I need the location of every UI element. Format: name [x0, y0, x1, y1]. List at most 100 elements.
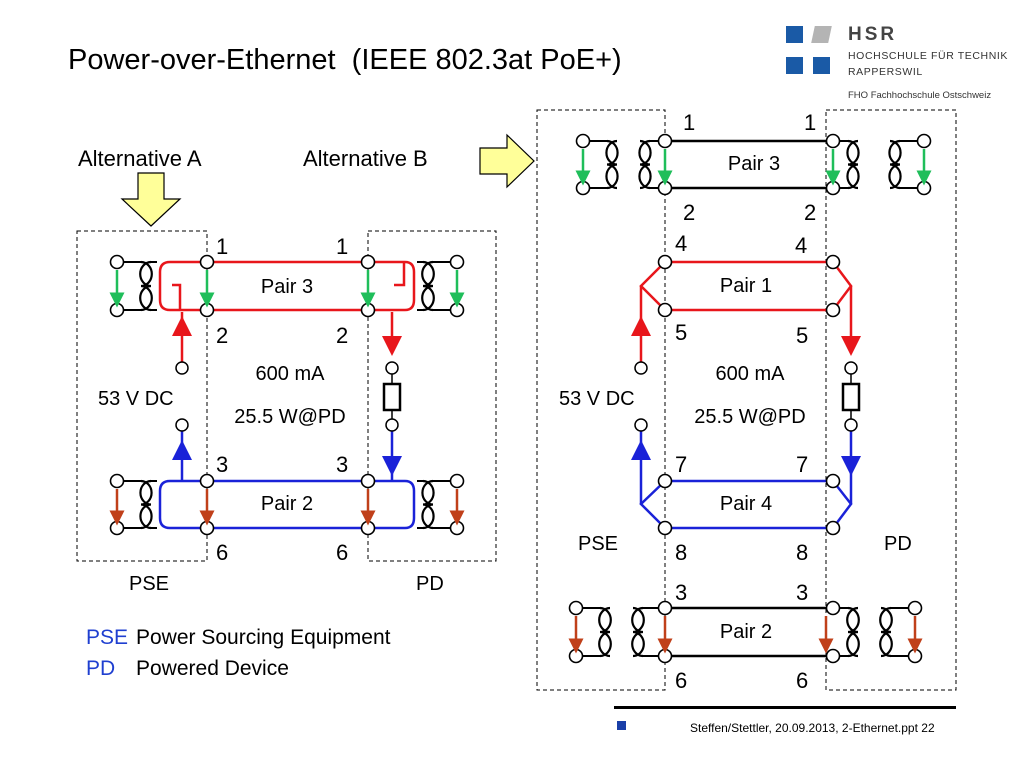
- terminal: [825, 473, 841, 489]
- page-title: Power-over-Ethernet (IEEE 802.3at PoE+): [68, 44, 622, 76]
- alt-a-pair-3: Pair 3 1 1 2 2: [158, 234, 416, 362]
- terminal: [109, 520, 125, 536]
- terminal: [657, 520, 673, 536]
- pin-label: 8: [796, 540, 808, 565]
- terminal: [109, 473, 125, 489]
- terminal: [449, 520, 465, 536]
- terminal: [844, 418, 858, 432]
- hsr-logo: HSR HOCHSCHULE FÜR TECHNIK RAPPERSWIL FH…: [786, 24, 1016, 104]
- transformer-coil: [879, 606, 892, 658]
- legend-text: Powered Device: [136, 657, 289, 680]
- terminal: [385, 361, 399, 375]
- alt-b-pd-label: PD: [884, 533, 912, 555]
- terminal: [568, 600, 584, 616]
- pair-label: Pair 1: [720, 275, 772, 297]
- pair-label-bg: [682, 485, 816, 523]
- alt-b-power: 25.5 W@PD: [694, 406, 805, 428]
- terminal: [825, 648, 841, 664]
- transformer-coil: [889, 139, 902, 190]
- terminal: [175, 418, 189, 432]
- pin-label: 2: [336, 323, 348, 348]
- pin-label: 1: [804, 110, 816, 135]
- terminal: [825, 254, 841, 270]
- terminal: [916, 133, 932, 149]
- transformer-coil: [422, 260, 435, 312]
- transformer-coil: [846, 139, 859, 190]
- terminal: [825, 302, 841, 318]
- terminal: [568, 648, 584, 664]
- wire: [158, 260, 207, 312]
- terminal: [657, 302, 673, 318]
- transformer-coil: [139, 260, 152, 312]
- terminal: [907, 600, 923, 616]
- alt-a-pair-2: Pair 2 3 3 6 6: [158, 422, 416, 565]
- transformer-coil: [599, 606, 612, 658]
- logo-square: [786, 26, 803, 43]
- terminal: [109, 302, 125, 318]
- wire: [158, 479, 207, 530]
- transformer-coil: [631, 606, 644, 658]
- terminal: [825, 133, 841, 149]
- terminal: [175, 361, 189, 375]
- alt-a-source-label: 53 V DC: [98, 388, 174, 410]
- transformers-and-terminals: [109, 133, 932, 664]
- terminal: [109, 254, 125, 270]
- pin-label: 6: [216, 540, 228, 565]
- terminal: [199, 520, 215, 536]
- alt-a-callout-arrow: [120, 172, 182, 227]
- pin-label: 2: [683, 200, 695, 225]
- terminal: [360, 520, 376, 536]
- wire: [639, 480, 666, 529]
- pair-label: Pair 4: [720, 493, 772, 515]
- wire: [368, 260, 416, 312]
- pin-label: 3: [336, 452, 348, 477]
- terminal: [449, 302, 465, 318]
- footer-divider: [614, 706, 956, 709]
- terminal: [825, 600, 841, 616]
- pin-label: 2: [216, 323, 228, 348]
- transformer-coil: [421, 479, 434, 530]
- terminal: [657, 180, 673, 196]
- pin-label: 2: [804, 200, 816, 225]
- terminal: [657, 254, 673, 270]
- transformer-coil: [598, 606, 611, 658]
- alt-b-pair-4: Pair 4 7 7 8 8: [631, 422, 861, 565]
- transformer-coil: [605, 139, 618, 190]
- alt-b-source-label: 53 V DC: [559, 388, 635, 410]
- alt-a-pse-label: PSE: [129, 573, 169, 595]
- wire: [832, 480, 853, 529]
- pin-label: 6: [336, 540, 348, 565]
- terminal: [449, 254, 465, 270]
- terminal: [575, 180, 591, 196]
- pin-label: 7: [675, 452, 687, 477]
- pair-label: Pair 3: [728, 153, 780, 175]
- transformer-coil: [606, 139, 619, 190]
- terminal: [657, 473, 673, 489]
- pin-label: 1: [683, 110, 695, 135]
- transformer-coil: [847, 606, 860, 658]
- alt-a-pd-box: [367, 230, 497, 562]
- legend-text: Power Sourcing Equipment: [136, 626, 391, 649]
- terminal: [907, 648, 923, 664]
- pin-label: 5: [675, 320, 687, 345]
- logo-square: [786, 57, 803, 74]
- transformer-coil: [140, 479, 153, 530]
- alternative-a: Alternative A Pair 3 1 1 2 2: [76, 146, 497, 595]
- alt-a-power: 25.5 W@PD: [234, 406, 345, 428]
- logo-line-3: FHO Fachhochschule Ostschweiz: [848, 90, 992, 101]
- terminal: [634, 361, 648, 375]
- transformer-coil: [638, 139, 651, 190]
- alt-a-pse-box: [76, 230, 208, 562]
- alt-b-pd-box: [825, 109, 957, 691]
- alt-a-current: 600 mA: [256, 363, 326, 385]
- terminal: [634, 418, 648, 432]
- transformer-coil: [421, 260, 434, 312]
- wire: [832, 261, 853, 311]
- pair-label-bg: [682, 145, 816, 183]
- pair-label-bg: [682, 612, 816, 652]
- alt-a-pd-label: PD: [416, 573, 444, 595]
- pin-label: 4: [795, 233, 807, 258]
- wire: [172, 283, 182, 310]
- transformer-coil: [139, 479, 152, 530]
